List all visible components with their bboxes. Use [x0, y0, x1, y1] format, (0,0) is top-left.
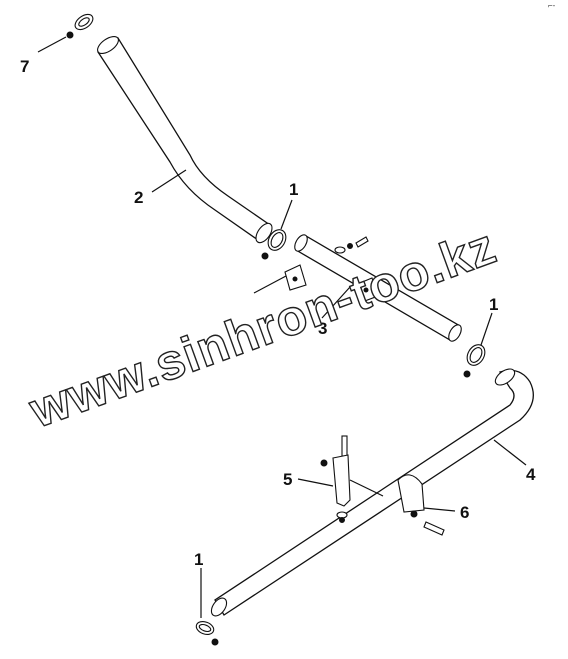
pipe-part-2 — [97, 35, 273, 244]
hose-clamp-part-1-right — [463, 344, 486, 378]
hose-clamp-part-1-top — [261, 229, 287, 260]
pipe-part-3 — [253, 234, 462, 342]
pipe-part-4 — [210, 368, 534, 617]
callout-1-right: 1 — [489, 295, 498, 314]
callout-1-top: 1 — [289, 180, 298, 199]
callout-1-bottom: 1 — [194, 550, 203, 569]
callout-3: 3 — [318, 319, 327, 338]
leader-lines — [151, 169, 527, 618]
hose-clamp-part-7 — [37, 13, 94, 53]
bracket-part-5 — [320, 435, 384, 523]
callout-7: 7 — [20, 57, 29, 76]
hose-clamp-part-1-bottom — [195, 621, 219, 646]
callout-5: 5 — [283, 470, 292, 489]
clip-part-6 — [397, 474, 445, 536]
callout-4: 4 — [526, 465, 536, 484]
callout-2: 2 — [134, 188, 143, 207]
corner-mark: ⌐- — [548, 1, 556, 10]
callout-6: 6 — [460, 503, 469, 522]
